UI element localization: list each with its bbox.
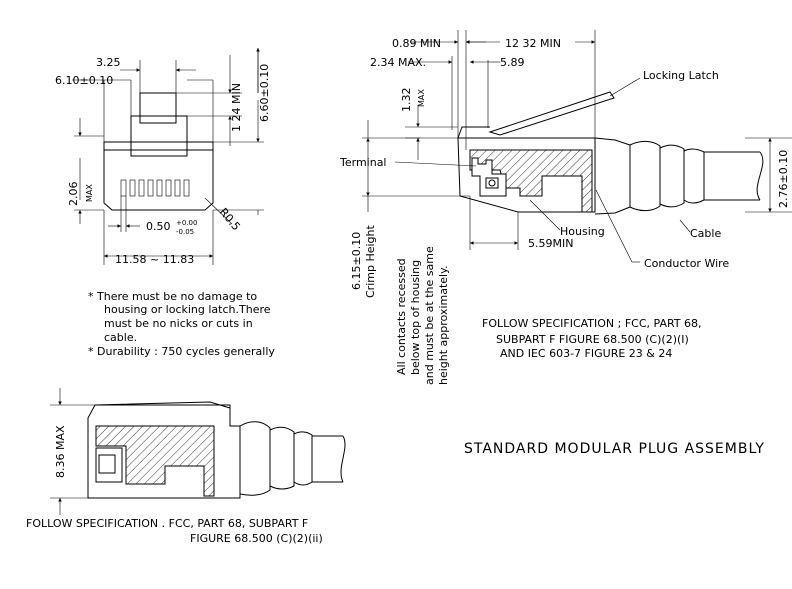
side-min-gap: 0.89 MIN: [392, 37, 441, 50]
front-height: 6.60±0.10: [258, 64, 271, 122]
side-crimp: 6.15±0.10: [350, 232, 363, 290]
front-overall-width: 6.10±0.10: [55, 74, 113, 87]
contact-slots: [120, 179, 190, 197]
front-latch-height: 1 24 MIN: [230, 83, 243, 132]
side-latch-rise: 1.32: [400, 88, 413, 113]
side-housing-len: 5.59MIN: [528, 237, 573, 250]
front-view: [72, 48, 264, 265]
side-crimp-label: Crimp Height: [364, 224, 377, 298]
contact-note-1: All contacts recessed: [395, 258, 408, 375]
front-side-height-suffix: MAX: [85, 184, 94, 202]
contact-note-3: and must be at the same: [423, 246, 436, 385]
side-length: 12 32 MIN: [505, 37, 561, 50]
bottom-spec-1: FOLLOW SPECIFICATION . FCC, PART 68, SUB…: [26, 517, 308, 530]
side-spec-3: AND IEC 603-7 FIGURE 23 & 24: [500, 347, 672, 360]
bottom-view: [50, 388, 346, 515]
note-line-3: must be no nicks or cuts in: [104, 317, 253, 330]
side-spec-1: FOLLOW SPECIFICATION ; FCC, PART 68,: [482, 317, 702, 330]
front-pitch-tol-plus: +0.00: [176, 219, 197, 227]
label-conductor: Conductor Wire: [644, 257, 729, 270]
note-line-4: cable.: [104, 331, 137, 344]
front-side-height: 2.06: [67, 182, 80, 207]
note-line-5: * Durability : 750 cycles generally: [88, 345, 275, 358]
front-base-width: 11.58 ~ 11.83: [115, 253, 194, 266]
label-locking-latch: Locking Latch: [643, 69, 719, 82]
front-latch-width: 3.25: [96, 56, 121, 69]
label-housing: Housing: [560, 225, 605, 238]
side-latch-offset: 2.34 MAX.: [370, 56, 426, 69]
side-latch-pos: 5.89: [500, 56, 525, 69]
front-pitch-tol-minus: -0.05: [176, 228, 194, 236]
side-latch-rise-suffix: MAX: [417, 89, 426, 107]
drawing-title: STANDARD MODULAR PLUG ASSEMBLY: [464, 441, 765, 457]
terminal: [471, 157, 507, 197]
front-pitch: 0.50: [146, 220, 171, 233]
bottom-spec-2: FIGURE 68.500 (C)(2)(ii): [190, 532, 323, 545]
label-terminal: Terminal: [339, 156, 387, 169]
contact-note-4: height approximately.: [437, 265, 450, 385]
note-line-1: * There must be no damage to: [88, 290, 257, 303]
side-view: [362, 30, 792, 263]
side-cable-dim: 2.76±0.10: [777, 150, 790, 208]
note-line-2: housing or locking latch.There: [104, 303, 271, 316]
contact-note-2: below top of housing: [409, 260, 422, 375]
side-spec-2: SUBPART F FIGURE 68.500 (C)(2)(I): [496, 333, 689, 346]
bottom-height: 8.36 MAX: [54, 425, 67, 478]
label-cable: Cable: [690, 227, 721, 240]
